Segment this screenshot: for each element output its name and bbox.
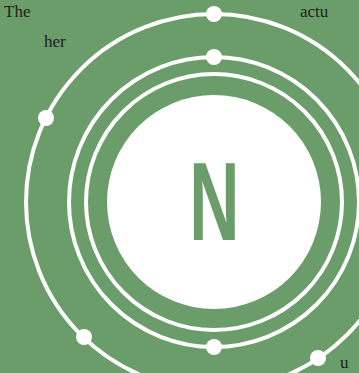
electron xyxy=(38,110,54,126)
electron xyxy=(206,339,222,355)
electron xyxy=(206,6,222,22)
nucleus-ring xyxy=(86,74,342,330)
element-symbol: N xyxy=(189,146,239,258)
text-fragment: u xyxy=(340,354,349,371)
electron xyxy=(76,329,92,345)
text-fragment: The xyxy=(4,3,30,20)
text-fragment: actu xyxy=(300,3,328,20)
inner-shell xyxy=(69,57,359,347)
outer-shell xyxy=(26,14,359,373)
electron xyxy=(310,350,326,366)
text-fragment: her xyxy=(44,33,66,50)
electron xyxy=(206,49,222,65)
nucleus-circle: N xyxy=(107,95,321,309)
